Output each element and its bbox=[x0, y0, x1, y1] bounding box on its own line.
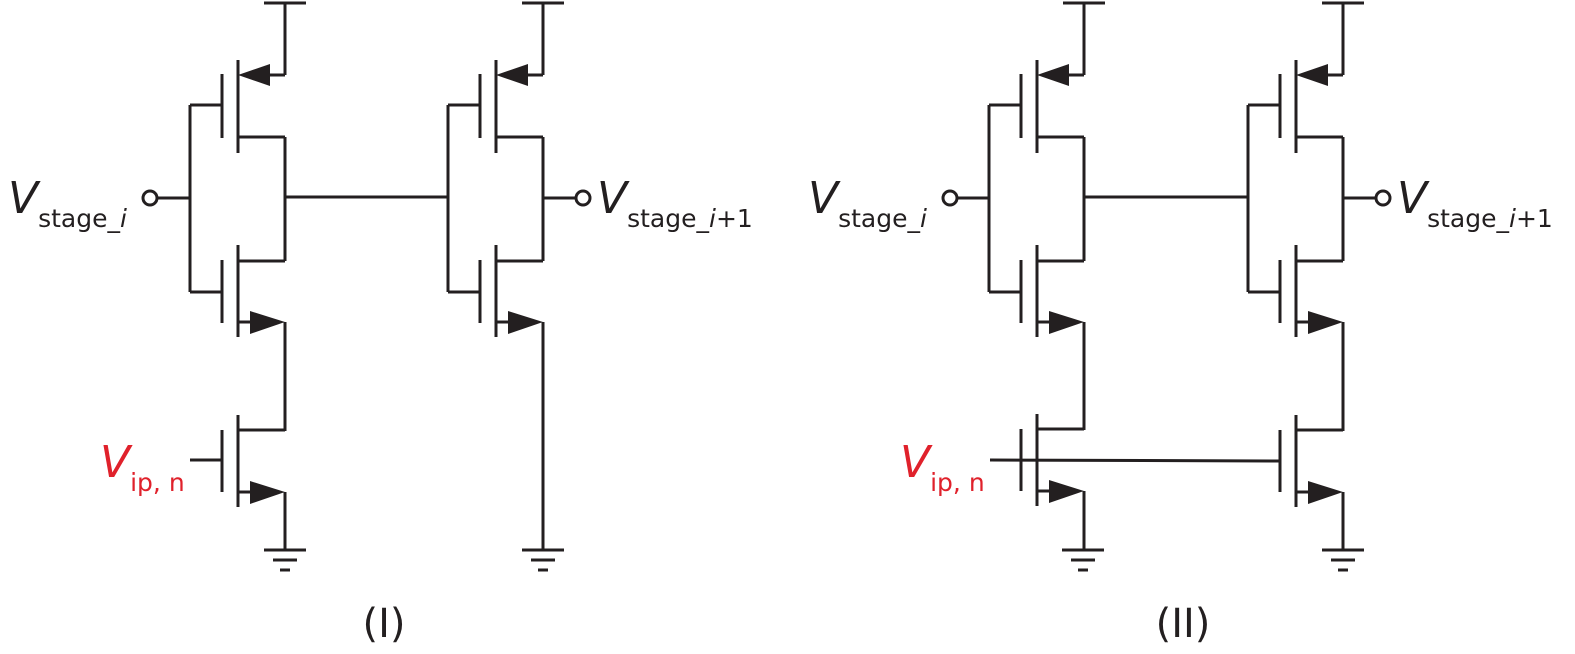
tail-nmos-stage-2 bbox=[1278, 413, 1345, 552]
panel-ii: Vstage_i Vstage_i+1 Vip, n (II) bbox=[808, 1, 1553, 647]
ground-symbol bbox=[1320, 548, 1366, 572]
panel-i: Vstage_i Vstage_i+1 Vip, n (I) bbox=[8, 1, 753, 647]
tail-nmos-stage-1 bbox=[1019, 412, 1086, 551]
bias-label: Vip, n bbox=[100, 437, 185, 497]
output-label: Vstage_i+1 bbox=[1397, 173, 1553, 233]
output-node bbox=[1374, 189, 1392, 207]
shared-bias-line bbox=[989, 458, 1281, 463]
inverter-stage-2 bbox=[446, 1, 566, 339]
bias-label: Vip, n bbox=[900, 437, 985, 497]
panel-caption: (II) bbox=[1156, 601, 1211, 647]
output-label: Vstage_i+1 bbox=[597, 173, 753, 233]
tail-nmos-stage-1 bbox=[220, 413, 287, 552]
input-label: Vstage_i bbox=[808, 173, 927, 233]
ground-symbol bbox=[262, 548, 308, 572]
input-label: Vstage_i bbox=[8, 173, 127, 233]
inverter-stage-1 bbox=[987, 1, 1107, 339]
inverter-stage-2 bbox=[1246, 1, 1366, 339]
inverter-stage-1 bbox=[188, 1, 308, 339]
panel-caption: (I) bbox=[362, 601, 405, 647]
output-node bbox=[574, 189, 592, 207]
input-node bbox=[941, 189, 959, 207]
input-node bbox=[141, 189, 159, 207]
ground-symbol bbox=[520, 548, 566, 572]
ground-symbol bbox=[1060, 548, 1106, 572]
